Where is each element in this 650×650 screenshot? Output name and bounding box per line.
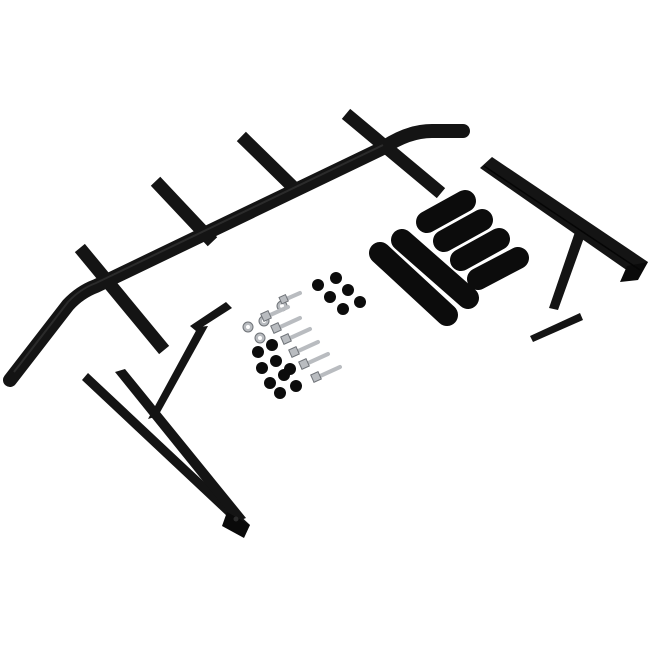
bolt [260,305,290,322]
foam-grip-4 [467,247,529,290]
washer-hole [258,336,262,340]
left-bracket-top-plate [190,302,232,331]
left-bracket-arm [115,369,246,522]
left-bracket-hole [233,516,239,522]
foam-grips [369,190,529,326]
nut [252,346,264,358]
spoke-1 [74,243,170,355]
nut [264,377,276,389]
right-bracket-foot [530,313,583,342]
spoke-4 [341,108,446,199]
nut [284,363,296,375]
right-bracket [480,157,648,342]
washer-hole [246,325,250,329]
nut [266,339,278,351]
nut [274,387,286,399]
foam-grip-1 [416,190,476,233]
nut [270,355,282,367]
bolt [288,340,320,358]
main-bar-highlight [13,144,384,373]
right-bracket-end [620,262,648,282]
bolt [270,316,302,334]
main-bar [3,124,470,387]
foam-grip-long-2 [391,229,479,309]
left-bracket-end [222,512,250,538]
left-bracket-brace [148,326,208,419]
spoke-3 [236,131,304,198]
foam-grip-3 [450,228,510,271]
foam-grip-2 [433,209,493,252]
nut [324,291,336,303]
washer-hole [280,304,284,308]
nut [330,272,342,284]
hardware-nuts [252,272,366,399]
right-bracket-edge [483,165,641,271]
nut [312,279,324,291]
nut [290,380,302,392]
bolt [278,291,302,305]
nut [256,362,268,374]
bolt [310,365,342,383]
right-bracket-brace [549,229,586,310]
main-bar-assembly [3,108,470,387]
nut [337,303,349,315]
left-bracket-wall-plate [82,373,250,532]
grip-spokes [74,108,446,355]
hardware-bolts [260,291,342,383]
left-bracket [82,302,250,538]
bolt [280,327,312,345]
bolt [298,352,330,370]
foam-grip-long-1 [369,242,458,326]
nut [342,284,354,296]
nut [354,296,366,308]
